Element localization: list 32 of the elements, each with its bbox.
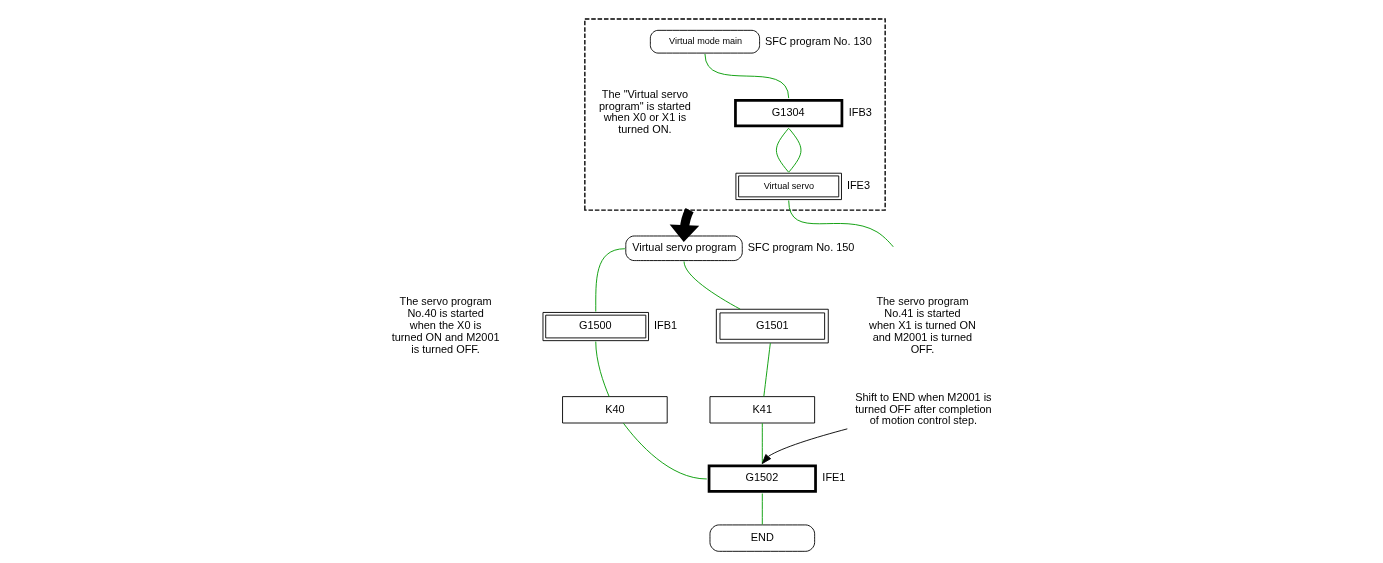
label: The "Virtual servo program" is started when X0 or X1 is turned ON. [598,87,691,136]
connector [787,200,894,248]
node-box: Virtual servo program [624,235,743,262]
arrow [669,208,699,242]
node-box: K41 [709,396,815,424]
connector [775,127,789,173]
node-label: IFE3 [846,179,870,192]
node-box: Virtual mode main [649,29,760,54]
node-label: IFE1 [821,471,845,484]
connector [683,261,741,310]
node-label: IFB3 [848,105,872,118]
connector [761,422,763,464]
node-label: IFB1 [653,319,677,332]
node-label: SFC program No. 130 [764,34,872,47]
connector [622,422,707,480]
node-label: SFC program No. 150 [747,241,854,254]
connector [594,248,625,312]
node-text: Shift to END when M2001 is turned OFF after completion of motion control step. [854,390,992,427]
node-box: G1501 [715,308,829,344]
connector [594,341,610,397]
node-box: G1502 [707,464,817,493]
connector [762,342,771,397]
connector [704,53,789,99]
label: The servo program No.40 is started when the X0 is turned ON and M2001 is turned OFF. [391,295,500,355]
arrow [761,428,848,464]
node-box: END [709,524,815,552]
node-box: K40 [561,396,668,424]
label: The servo program No.41 is started when X1 is turned ON and M2001 is turned OFF. [868,295,976,355]
connector [788,128,801,173]
node-box: G1304 [733,99,843,128]
connector [761,493,763,526]
cluster [583,18,886,211]
